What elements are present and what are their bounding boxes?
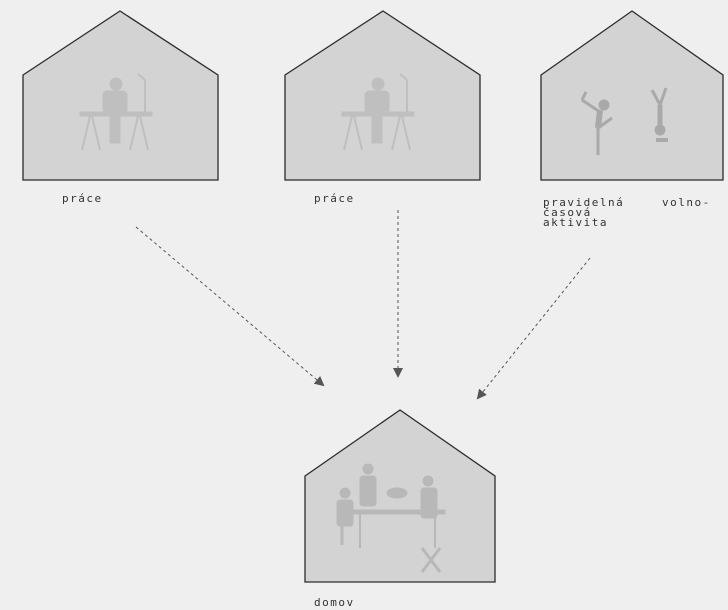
house-work-1 [22,10,219,181]
house-work-2 [284,10,481,181]
caption-leisure-line2: časová [543,206,592,219]
caption-work-2: práce [314,192,355,205]
arrow-work1-to-home [135,226,325,387]
house-leisure [540,10,724,181]
caption-leisure-line1-right: volno- [662,196,711,209]
caption-work-1: práce [62,192,103,205]
caption-home: domov [314,596,355,609]
caption-leisure-line3: aktivita [543,216,608,229]
desk-worker-illustration [79,73,153,151]
caption-leisure-line1: pravidelná [543,196,625,209]
yoga-illustration [580,87,668,155]
desk-worker-illustration [341,73,415,151]
house-home [304,409,496,583]
arrow-leisure-to-home [476,257,591,400]
family-dinner-illustration [336,463,446,573]
